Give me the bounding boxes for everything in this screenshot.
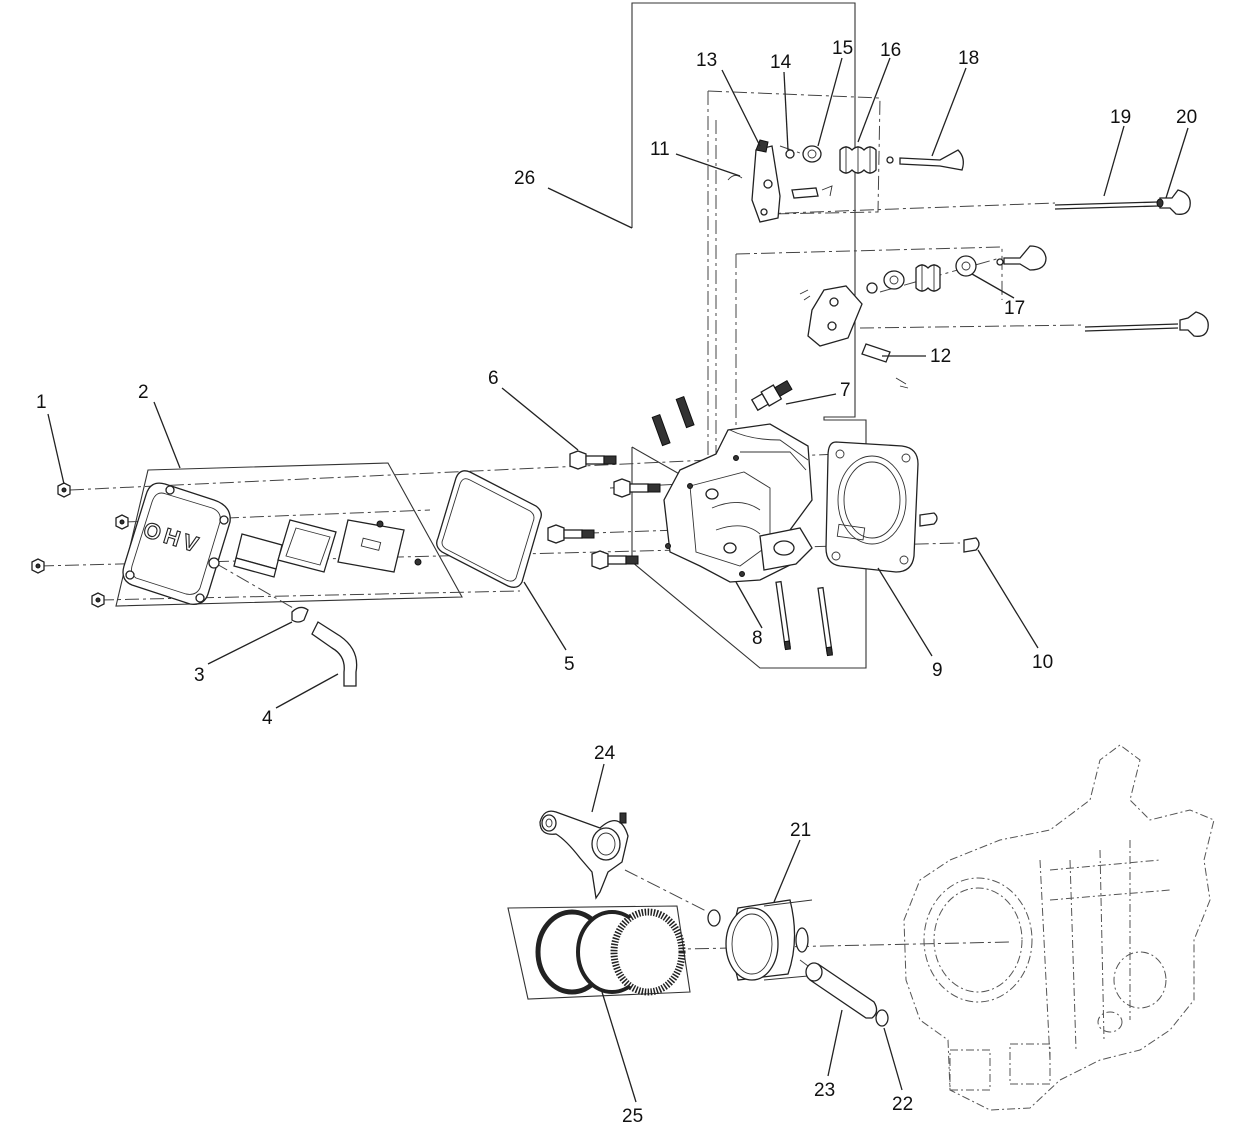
- callout-24: 24: [594, 743, 616, 764]
- callout-12: 12: [930, 346, 951, 367]
- hose-clamp: [291, 606, 309, 623]
- valve-spring-lower: [915, 264, 941, 292]
- pin-clips: [707, 909, 889, 1027]
- callout-1: 1: [36, 392, 47, 413]
- valve-cover: OHV: [122, 482, 231, 605]
- callout-23: 23: [814, 1080, 835, 1101]
- callout-26: 26: [514, 168, 535, 189]
- group-frame-valves: [707, 90, 1003, 460]
- callout-18: 18: [958, 48, 979, 69]
- callout-6: 6: [488, 368, 499, 389]
- callout-20: 20: [1176, 107, 1197, 128]
- callout-3: 3: [194, 665, 205, 686]
- callout-2: 2: [138, 382, 149, 403]
- dowel-pins: [919, 512, 980, 553]
- callout-19: 19: [1110, 107, 1131, 128]
- head-studs: [651, 395, 833, 657]
- callout-10: 10: [1032, 652, 1053, 673]
- callout-17: 17: [1004, 298, 1025, 319]
- callout-15: 15: [832, 38, 853, 59]
- piston-pin: [805, 962, 878, 1019]
- valve-spring-upper: [839, 146, 877, 174]
- head-bolts: [547, 450, 661, 570]
- crankcase-phantom: [903, 744, 1215, 1111]
- connecting-rod: [539, 810, 629, 900]
- valve-parts-upper: [727, 145, 964, 199]
- leader-lines: [47, 57, 1189, 1103]
- callout-5: 5: [564, 654, 575, 675]
- group-frame-rings: [507, 905, 691, 1000]
- callout-13: 13: [696, 50, 717, 71]
- breather-baffle: [233, 519, 422, 578]
- callout-labels: 1 2 3 4 5 6 7 8 9 10 11 12 13 14 15 16 1…: [36, 38, 1197, 1127]
- valve-parts-lower: [861, 245, 1047, 363]
- callout-14: 14: [770, 52, 792, 73]
- callout-16: 16: [880, 40, 901, 61]
- callout-8: 8: [752, 628, 763, 649]
- callout-9: 9: [932, 660, 943, 681]
- push-rods: [1054, 201, 1179, 332]
- head-gasket: [825, 441, 919, 573]
- piston: [725, 899, 813, 981]
- breather-tube: [311, 621, 358, 687]
- cover-bolts: [31, 482, 129, 608]
- cover-gasket: [436, 470, 542, 588]
- callout-21: 21: [790, 820, 811, 841]
- spark-plug: [750, 379, 793, 412]
- piston-rings: [535, 908, 686, 996]
- callout-4: 4: [262, 708, 273, 729]
- callout-7: 7: [840, 380, 851, 401]
- valves-right: [1156, 189, 1209, 337]
- callout-25: 25: [622, 1106, 643, 1127]
- cylinder-head: [663, 423, 813, 583]
- callout-11: 11: [650, 139, 670, 160]
- rocker-arm-lower: [799, 285, 909, 389]
- rocker-arm-upper: [751, 139, 781, 223]
- callout-22: 22: [892, 1094, 913, 1115]
